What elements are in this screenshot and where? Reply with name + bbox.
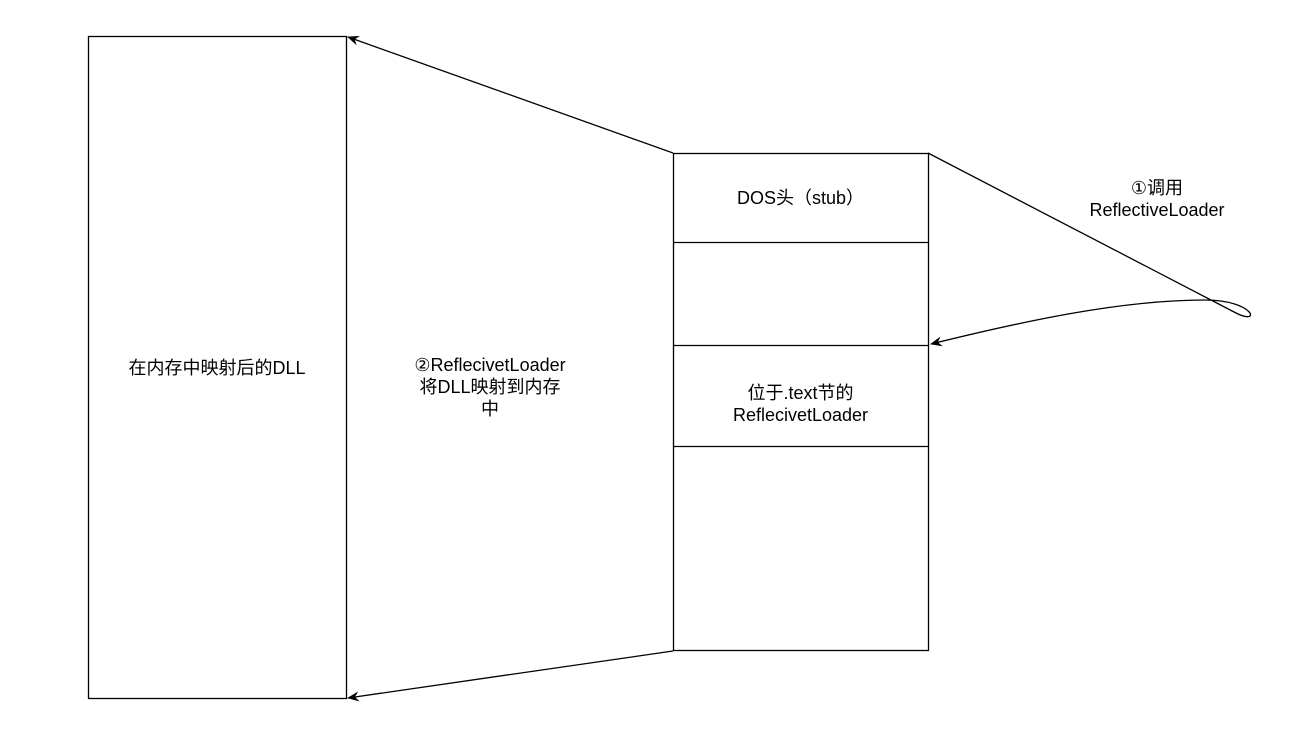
mapped-dll-box <box>87 35 348 700</box>
text-section-line2: ReflecivetLoader <box>732 405 869 425</box>
call-arrow-loop <box>927 152 1252 347</box>
map-arrow-top <box>347 35 674 154</box>
step2-line2: 将DLL映射到内存 <box>419 377 561 397</box>
raw-dll-box <box>672 152 930 652</box>
mapped-dll-label: 在内存中映射后的DLL <box>128 358 306 378</box>
step2-line3: 中 <box>481 399 499 419</box>
step2-label: ②ReflecivetLoader 将DLL映射到内存 中 <box>380 354 600 420</box>
text-section-label: 位于.text节的 ReflecivetLoader <box>673 382 928 426</box>
map-arrow-bottom <box>347 650 674 702</box>
dos-header-label: DOS头（stub） <box>736 188 865 208</box>
step1-label: ①调用 ReflectiveLoader <box>1057 177 1257 221</box>
step1-line1: ①调用 <box>1130 178 1184 198</box>
step2-line1: ②ReflecivetLoader <box>414 355 566 375</box>
text-section-line1: 位于.text节的 <box>747 383 854 403</box>
step1-line2: ReflectiveLoader <box>1089 200 1225 220</box>
